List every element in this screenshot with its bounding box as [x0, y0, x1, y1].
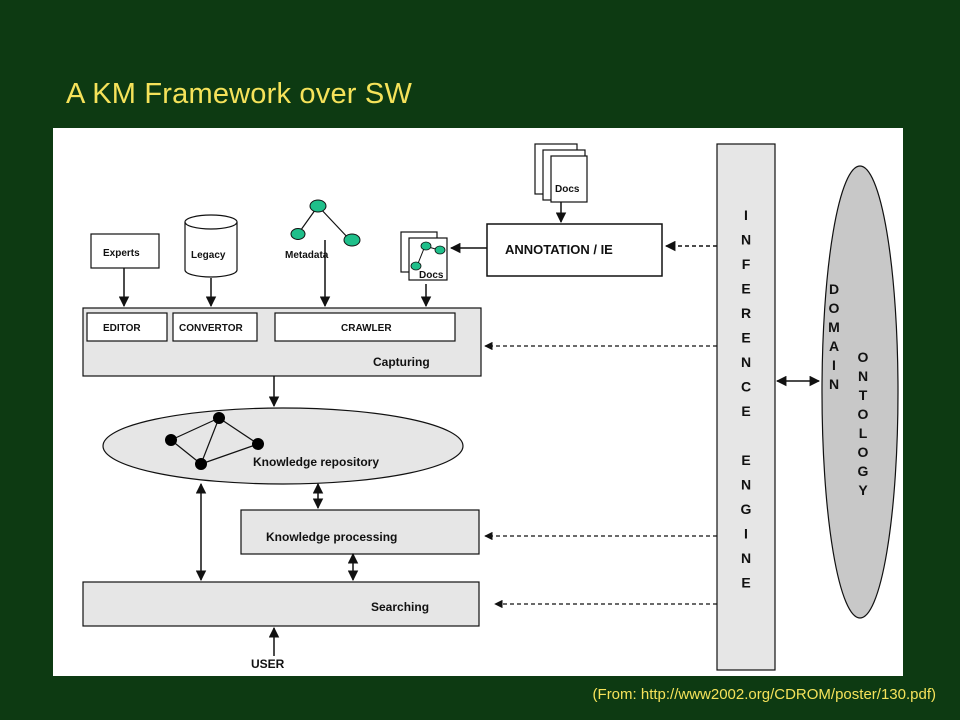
ie-letters-letter: E	[741, 330, 750, 346]
crawler-box	[274, 312, 456, 342]
metadata-graph: Metadata	[285, 199, 361, 261]
ontology-letters-letter: N	[858, 368, 868, 384]
domain-letters-letter: O	[829, 300, 840, 316]
ie-letters-letter: N	[741, 477, 751, 493]
source-citation: (From: http://www2002.org/CDROM/poster/1…	[592, 686, 936, 703]
docs-top-label: Docs	[555, 184, 580, 195]
domain-letters-letter: D	[829, 281, 839, 297]
ie-letters-letter: I	[744, 526, 748, 542]
ontology-letters-letter: L	[859, 425, 868, 441]
capturing-label: Capturing	[373, 355, 430, 369]
ie-letters-letter: I	[744, 207, 748, 223]
annotation-ie-label: ANNOTATION / IE	[505, 242, 613, 257]
experts-box	[90, 233, 160, 269]
ie-letters-letter: C	[741, 379, 751, 395]
ie-letters-letter: N	[741, 232, 751, 248]
convertor-label: CONVERTOR	[179, 323, 243, 334]
ie-letters-letter: N	[741, 550, 751, 566]
domain-letters-letter: A	[829, 338, 839, 354]
slide-title: A KM Framework over SW	[66, 78, 413, 110]
docs-small-label: Docs	[419, 270, 444, 281]
searching-box	[82, 581, 480, 627]
searching-label: Searching	[371, 600, 429, 614]
docs-stack-small: Docs	[400, 231, 448, 281]
metadata-label: Metadata	[285, 250, 329, 261]
domain-ontology-ellipse	[821, 165, 899, 619]
ie-letters-letter: E	[741, 281, 750, 297]
legacy-label: Legacy	[191, 250, 226, 261]
inference-engine-column	[716, 143, 776, 671]
ie-letters-letter: E	[741, 575, 750, 591]
user-label: USER	[251, 657, 285, 671]
knowledge-processing-box	[240, 509, 480, 555]
ontology-letters-letter: O	[858, 406, 869, 422]
knowledge-repository-label: Knowledge repository	[253, 455, 379, 469]
ontology-letters-letter: Y	[858, 482, 868, 498]
ie-letters-letter: F	[742, 256, 751, 272]
domain-letters-letter: I	[832, 357, 836, 373]
convertor-box	[172, 312, 258, 342]
annotation-ie-box	[486, 223, 663, 277]
ie-letters-letter: R	[741, 305, 751, 321]
ie-letters-letter: E	[741, 403, 750, 419]
ie-letters-letter: N	[741, 354, 751, 370]
domain-letters-letter: M	[828, 319, 840, 335]
ontology-letters-letter: G	[858, 463, 869, 479]
docs-stack-top: Docs	[534, 143, 588, 203]
knowledge-repository-ellipse	[102, 407, 464, 485]
ontology-letters-letter: O	[858, 349, 869, 365]
experts-label: Experts	[103, 248, 140, 259]
ontology-letters-letter: T	[859, 387, 868, 403]
editor-label: EDITOR	[103, 323, 141, 334]
ontology-letters-letter: O	[858, 444, 869, 460]
ie-letters-letter: G	[741, 501, 752, 517]
domain-letters-letter: N	[829, 376, 839, 392]
crawler-label: CRAWLER	[341, 323, 392, 334]
ie-letters-letter: E	[741, 452, 750, 468]
legacy-cylinder: Legacy	[184, 214, 238, 278]
editor-box	[86, 312, 168, 342]
repository-graph	[165, 412, 264, 470]
knowledge-processing-label: Knowledge processing	[266, 530, 397, 544]
km-framework-diagram: Docs ANNOTATION / IE Experts Legacy Meta…	[53, 128, 903, 676]
